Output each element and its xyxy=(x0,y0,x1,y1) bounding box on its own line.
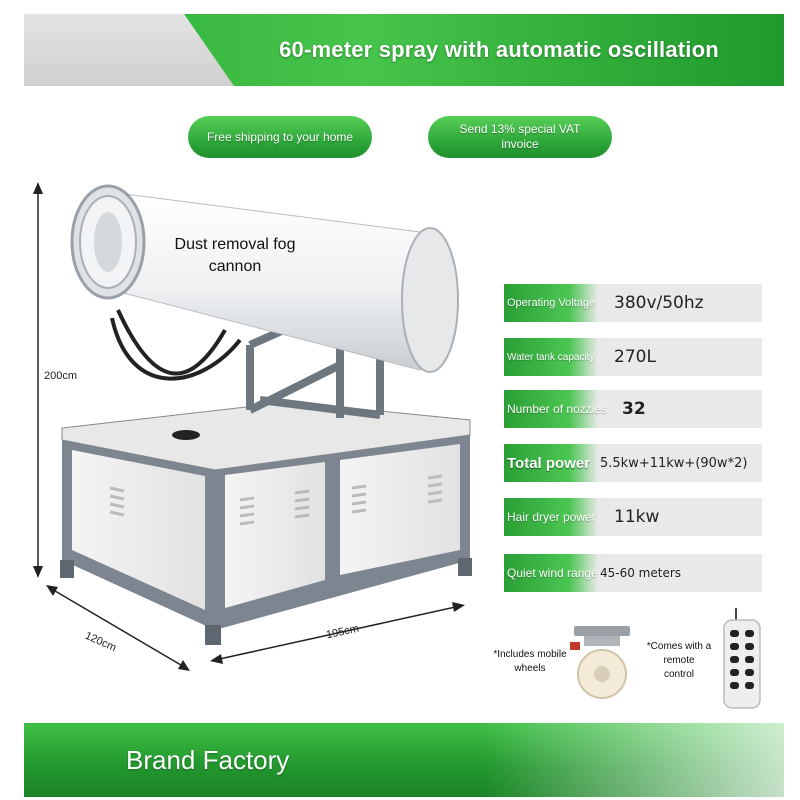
wheels-note-line2: wheels xyxy=(514,663,546,674)
product-label-line2: cannon xyxy=(208,258,262,275)
spec-label: Quiet wind range xyxy=(504,554,598,592)
spec-value: 5.5kw+11kw+(90w*2) xyxy=(600,455,748,471)
fog-cannon-illustration xyxy=(33,182,472,671)
remote-note-line3: control xyxy=(663,669,694,680)
spec-value: 45-60 meters xyxy=(600,566,682,580)
spec-value: 270L xyxy=(614,347,656,367)
height-dimension: 200cm xyxy=(44,370,78,382)
wheels-note-line1: *Includes mobile xyxy=(493,649,567,660)
spec-row-nozzles: Number of nozzles 32 xyxy=(504,390,762,428)
banner-grey-tab xyxy=(24,14,234,86)
vat-invoice-badge: Send 13% special VAT invoice xyxy=(428,116,612,158)
wheels-note: *Includes mobile wheels xyxy=(490,648,570,676)
spec-row-tank: Water tank capacity 270L xyxy=(504,338,762,376)
remote-note-line2: remote xyxy=(663,655,695,666)
product-label: Dust removal fog cannon xyxy=(160,234,310,278)
caster-wheel-icon xyxy=(570,626,630,699)
remote-note: *Comes with a remote control xyxy=(646,640,712,682)
depth-dimension-line xyxy=(49,587,187,669)
spec-label: Total power xyxy=(504,444,598,482)
remote-note-line1: *Comes with a xyxy=(646,641,712,652)
spec-row-wind-range: Quiet wind range 45-60 meters xyxy=(504,554,762,592)
spec-row-dryer: Hair dryer power 11kw xyxy=(504,498,762,536)
top-banner: 60-meter spray with automatic oscillatio… xyxy=(24,14,784,86)
cannon-barrel xyxy=(70,184,459,373)
remote-control-icon xyxy=(723,608,761,709)
spec-value: 32 xyxy=(622,399,646,419)
spec-value: 380v/50hz xyxy=(614,293,704,313)
spec-row-power: Total power 5.5kw+11kw+(90w*2) xyxy=(504,444,762,482)
spec-row-voltage: Operating Voltage 380v/50hz xyxy=(504,284,762,322)
base-cabinet xyxy=(60,401,472,645)
width-dimension-line xyxy=(214,605,461,661)
spec-label: Number of nozzles xyxy=(504,390,607,428)
banner-shade xyxy=(484,723,784,797)
brand-name: Brand Factory xyxy=(126,744,290,775)
spec-label: Water tank capacity xyxy=(504,338,598,376)
product-label-line1: Dust removal fog xyxy=(174,236,296,253)
spec-label: Hair dryer power xyxy=(504,498,598,536)
spec-label: Operating Voltage xyxy=(504,284,598,322)
bottom-banner: Brand Factory xyxy=(24,723,784,797)
banner-title: 60-meter spray with automatic oscillatio… xyxy=(279,37,719,62)
free-shipping-badge: Free shipping to your home xyxy=(188,116,372,158)
spec-value: 11kw xyxy=(614,507,660,527)
